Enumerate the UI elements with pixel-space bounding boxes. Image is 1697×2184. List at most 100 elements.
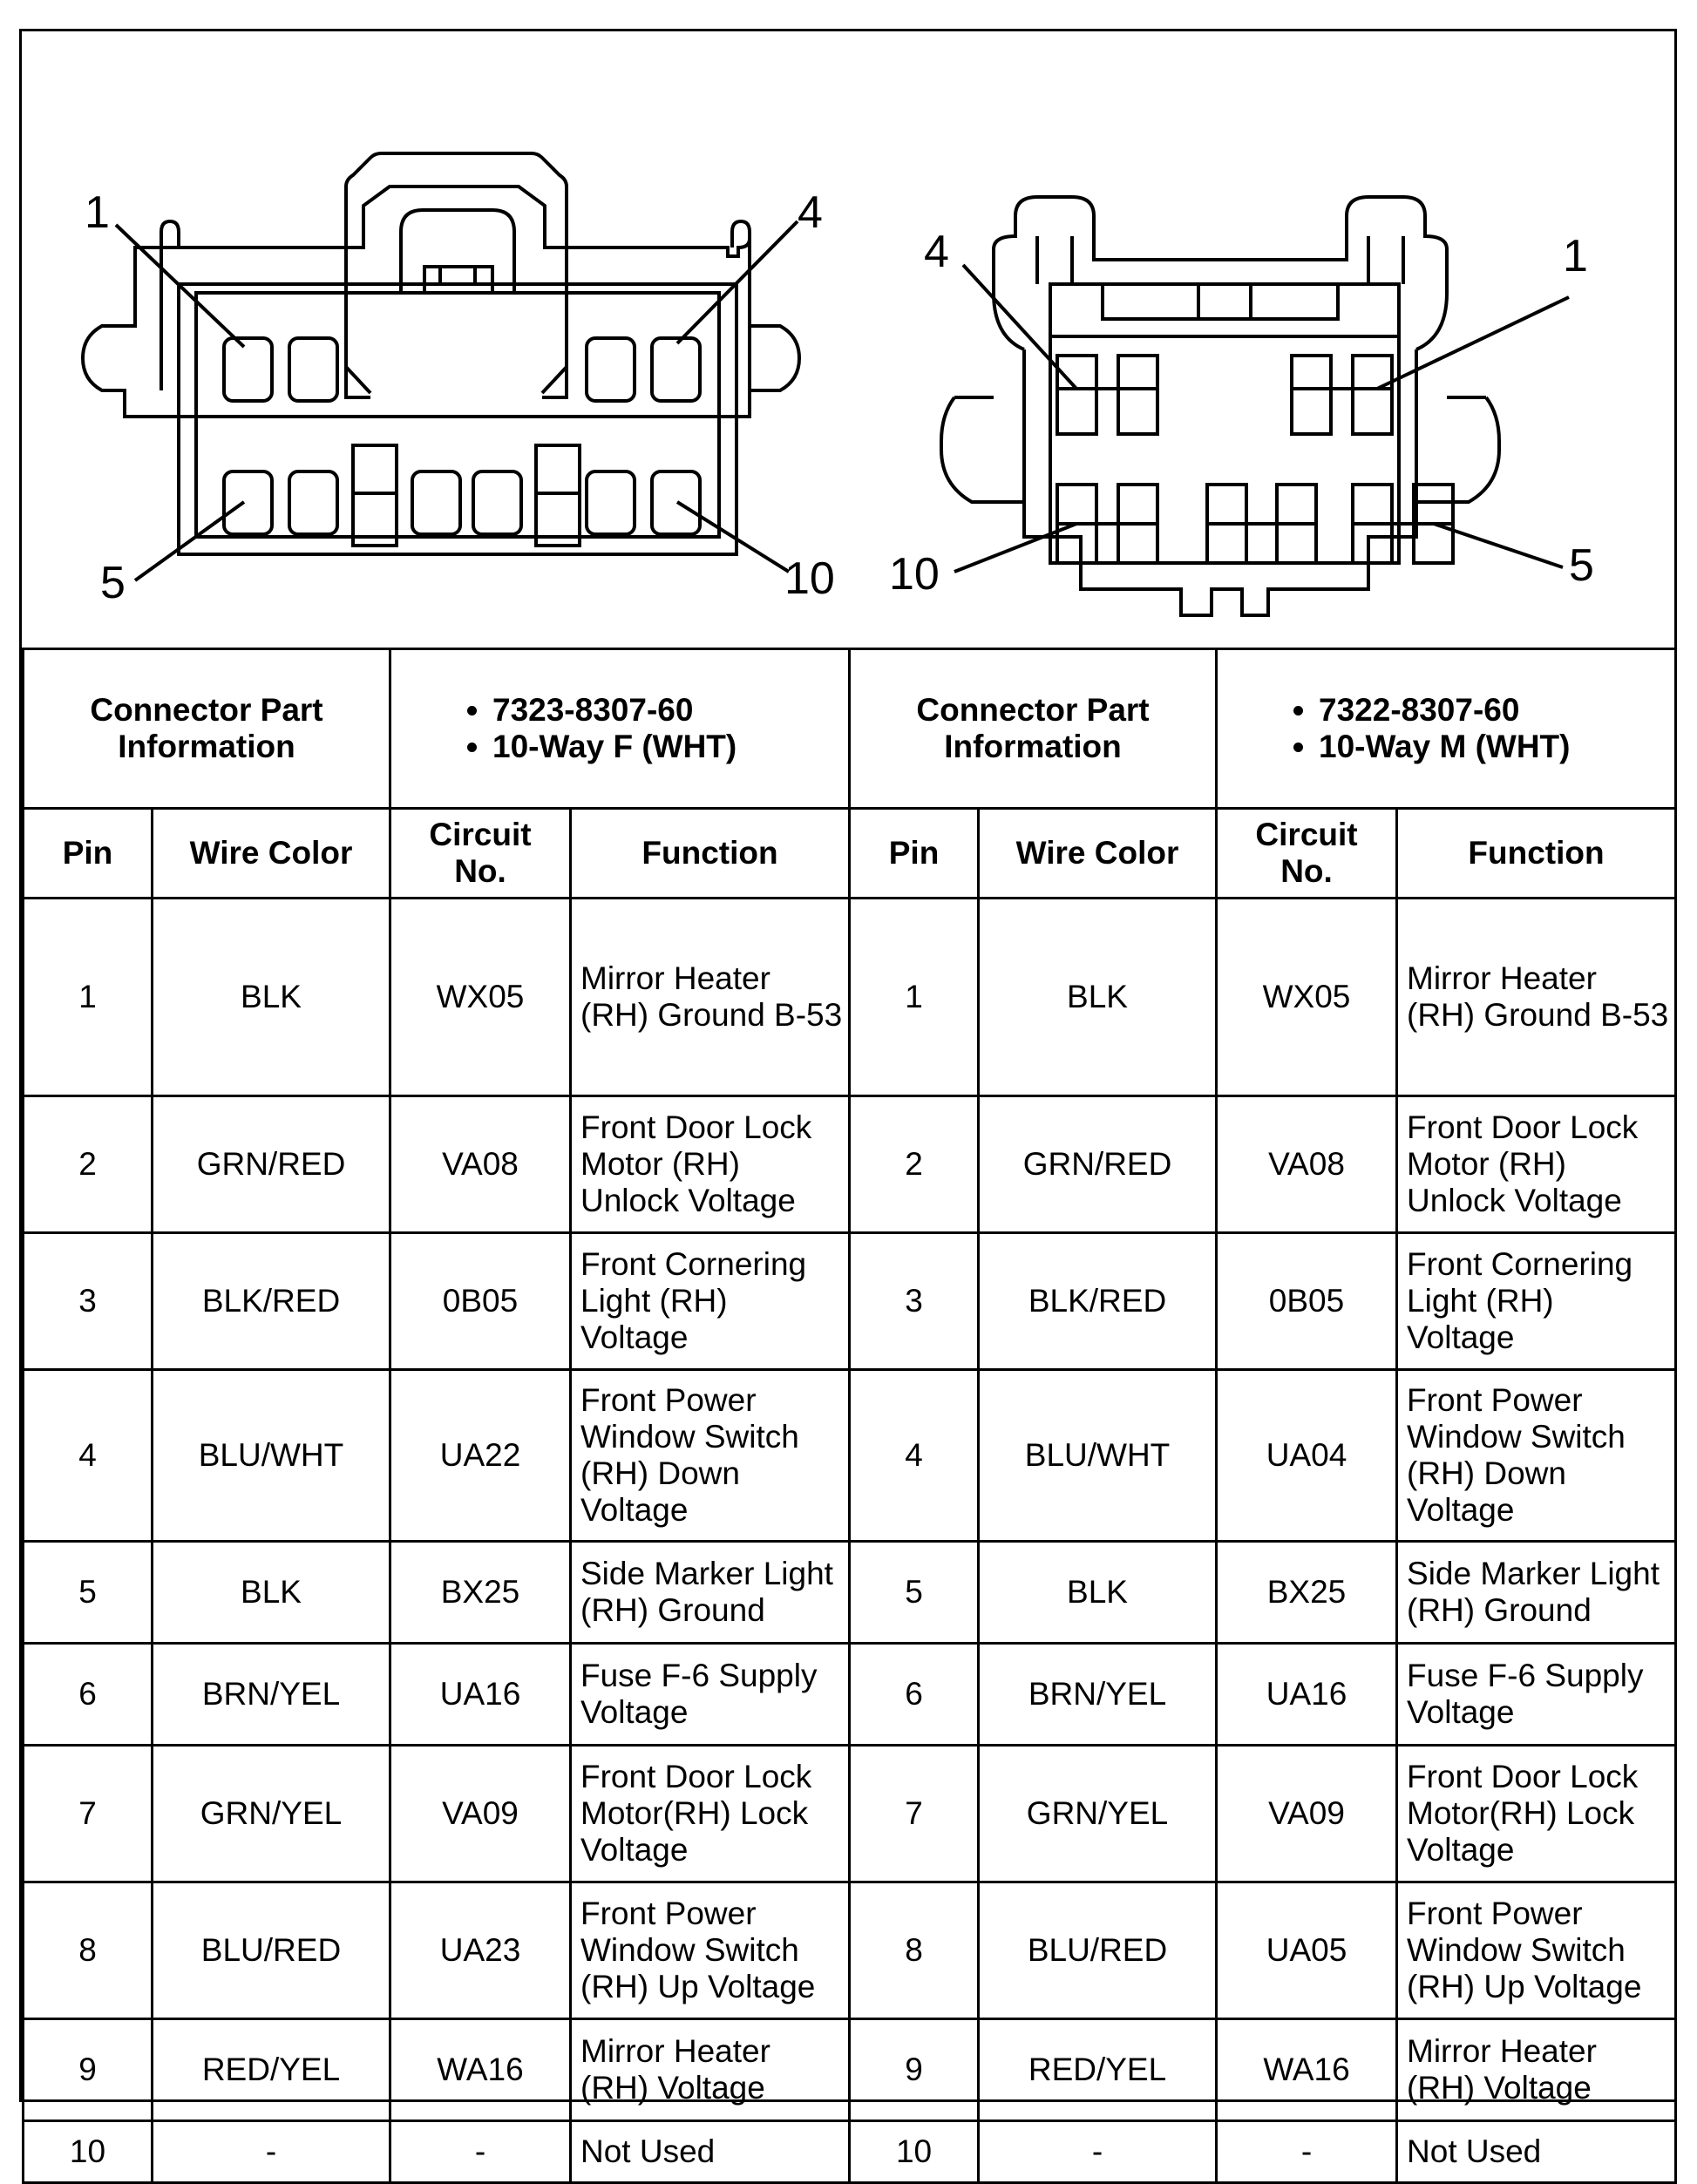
left-pin-cell: 3 xyxy=(22,1231,153,1371)
right-info-label: Connector Part Information xyxy=(848,648,1218,810)
left-circuit-cell: VA08 xyxy=(389,1095,572,1234)
right-wire-color-cell: GRN/YEL xyxy=(977,1744,1218,1883)
left-wire-color-cell: BRN/YEL xyxy=(151,1642,391,1747)
left-circuit-cell: BX25 xyxy=(389,1540,572,1645)
left-pin-cell: 9 xyxy=(22,2018,153,2122)
right-pin-cell: 6 xyxy=(848,1642,981,1747)
left-info-label: Connector Part Information xyxy=(22,648,391,810)
right-circuit-cell: WA16 xyxy=(1215,2018,1399,2122)
right-pin-cell: 5 xyxy=(848,1540,981,1645)
left-wire-color-cell: BLK xyxy=(151,1540,391,1645)
right-circuit-cell: UA05 xyxy=(1215,1881,1399,2020)
right-pin-cell: 4 xyxy=(848,1368,981,1543)
left-function-cell: Mirror Heater (RH) Ground B-53 xyxy=(568,897,852,1097)
right-wire-color-cell: BRN/YEL xyxy=(977,1642,1218,1747)
right-wire-color-cell: BLU/RED xyxy=(977,1881,1218,2020)
left-part-description: 10-Way F (WHT) xyxy=(492,729,848,765)
left-wire-color-cell: BLU/RED xyxy=(151,1881,391,2020)
left-pin-cell: 10 xyxy=(22,2120,153,2184)
left-circuit-cell: - xyxy=(389,2120,572,2184)
right-header-function: Function xyxy=(1395,807,1678,899)
left-wire-color-cell: - xyxy=(151,2120,391,2184)
column-header-row: Pin Wire Color Circuit No. Function Pin … xyxy=(22,807,1678,899)
left-wire-color-cell: RED/YEL xyxy=(151,2018,391,2122)
right-pin-label-4: 4 xyxy=(924,227,949,277)
right-connector-drawing xyxy=(940,195,1570,617)
right-function-cell: Front Cornering Light (RH) Voltage xyxy=(1395,1231,1678,1371)
left-pin-label-5: 5 xyxy=(100,558,126,608)
left-part-number: 7323-8307-60 xyxy=(492,692,848,729)
right-pin-cell: 10 xyxy=(848,2120,981,2184)
left-pin-label-10: 10 xyxy=(784,553,835,604)
right-circuit-cell: VA08 xyxy=(1215,1095,1399,1234)
right-wire-color-cell: BLK/RED xyxy=(977,1231,1218,1371)
connector-info-row: Connector Part Information 7323-8307-60 … xyxy=(22,648,1678,810)
right-wire-color-cell: BLK xyxy=(977,1540,1218,1645)
left-header-function: Function xyxy=(568,807,852,899)
left-part-info: 7323-8307-60 10-Way F (WHT) xyxy=(388,648,852,810)
right-wire-color-cell: GRN/RED xyxy=(977,1095,1218,1234)
right-circuit-cell: WX05 xyxy=(1215,897,1399,1097)
left-pin-cell: 5 xyxy=(22,1540,153,1645)
right-function-cell: Mirror Heater (RH) Ground B-53 xyxy=(1395,897,1678,1097)
right-function-cell: Front Door Lock Motor (RH) Unlock Voltag… xyxy=(1395,1095,1678,1234)
left-circuit-cell: 0B05 xyxy=(389,1231,572,1371)
right-pin-cell: 7 xyxy=(848,1744,981,1883)
right-part-description: 10-Way M (WHT) xyxy=(1319,729,1674,765)
right-part-info: 7322-8307-60 10-Way M (WHT) xyxy=(1215,648,1678,810)
left-function-cell: Mirror Heater (RH) Voltage xyxy=(568,2018,852,2122)
left-pin-cell: 4 xyxy=(22,1368,153,1543)
left-circuit-cell: WX05 xyxy=(389,897,572,1097)
left-function-cell: Fuse F-6 Supply Voltage xyxy=(568,1642,852,1747)
right-function-cell: Fuse F-6 Supply Voltage xyxy=(1395,1642,1678,1747)
right-pin-cell: 2 xyxy=(848,1095,981,1234)
left-connector-drawing xyxy=(80,152,802,582)
right-wire-color-cell: RED/YEL xyxy=(977,2018,1218,2122)
left-pin-cell: 2 xyxy=(22,1095,153,1234)
left-pin-label-1: 1 xyxy=(85,187,110,238)
connector-diagram-svg: 1 4 5 10 4 1 10 5 xyxy=(80,152,1594,617)
right-pin-cell: 1 xyxy=(848,897,981,1097)
right-function-cell: Front Power Window Switch (RH) Up Voltag… xyxy=(1395,1881,1678,2020)
left-header-wire-color: Wire Color xyxy=(151,807,391,899)
left-wire-color-cell: GRN/RED xyxy=(151,1095,391,1234)
left-pin-cell: 8 xyxy=(22,1881,153,2020)
left-function-cell: Front Door Lock Motor (RH) Unlock Voltag… xyxy=(568,1095,852,1234)
left-wire-color-cell: GRN/YEL xyxy=(151,1744,391,1883)
right-function-cell: Mirror Heater (RH) Voltage xyxy=(1395,2018,1678,2122)
right-pin-label-10: 10 xyxy=(889,549,940,600)
left-circuit-cell: WA16 xyxy=(389,2018,572,2122)
right-function-cell: Not Used xyxy=(1395,2120,1678,2184)
right-wire-color-cell: - xyxy=(977,2120,1218,2184)
right-pin-label-5: 5 xyxy=(1569,540,1594,591)
left-pin-label-4: 4 xyxy=(798,187,823,238)
right-pin-cell: 3 xyxy=(848,1231,981,1371)
right-pin-cell: 9 xyxy=(848,2018,981,2122)
right-circuit-cell: BX25 xyxy=(1215,1540,1399,1645)
right-part-number: 7322-8307-60 xyxy=(1319,692,1674,729)
right-header-circuit: Circuit No. xyxy=(1215,807,1399,899)
right-header-wire-color: Wire Color xyxy=(977,807,1218,899)
left-function-cell: Not Used xyxy=(568,2120,852,2184)
right-function-cell: Side Marker Light (RH) Ground xyxy=(1395,1540,1678,1645)
left-function-cell: Side Marker Light (RH) Ground xyxy=(568,1540,852,1645)
left-pin-cell: 6 xyxy=(22,1642,153,1747)
right-header-pin: Pin xyxy=(848,807,981,899)
right-wire-color-cell: BLU/WHT xyxy=(977,1368,1218,1543)
left-function-cell: Front Power Window Switch (RH) Down Volt… xyxy=(568,1368,852,1543)
left-wire-color-cell: BLK/RED xyxy=(151,1231,391,1371)
left-circuit-cell: VA09 xyxy=(389,1744,572,1883)
right-circuit-cell: UA04 xyxy=(1215,1368,1399,1543)
left-wire-color-cell: BLK xyxy=(151,897,391,1097)
left-function-cell: Front Door Lock Motor(RH) Lock Voltage xyxy=(568,1744,852,1883)
right-function-cell: Front Door Lock Motor(RH) Lock Voltage xyxy=(1395,1744,1678,1883)
pinout-table: Connector Part Information 7323-8307-60 … xyxy=(22,648,1678,2184)
right-pin-cell: 8 xyxy=(848,1881,981,2020)
